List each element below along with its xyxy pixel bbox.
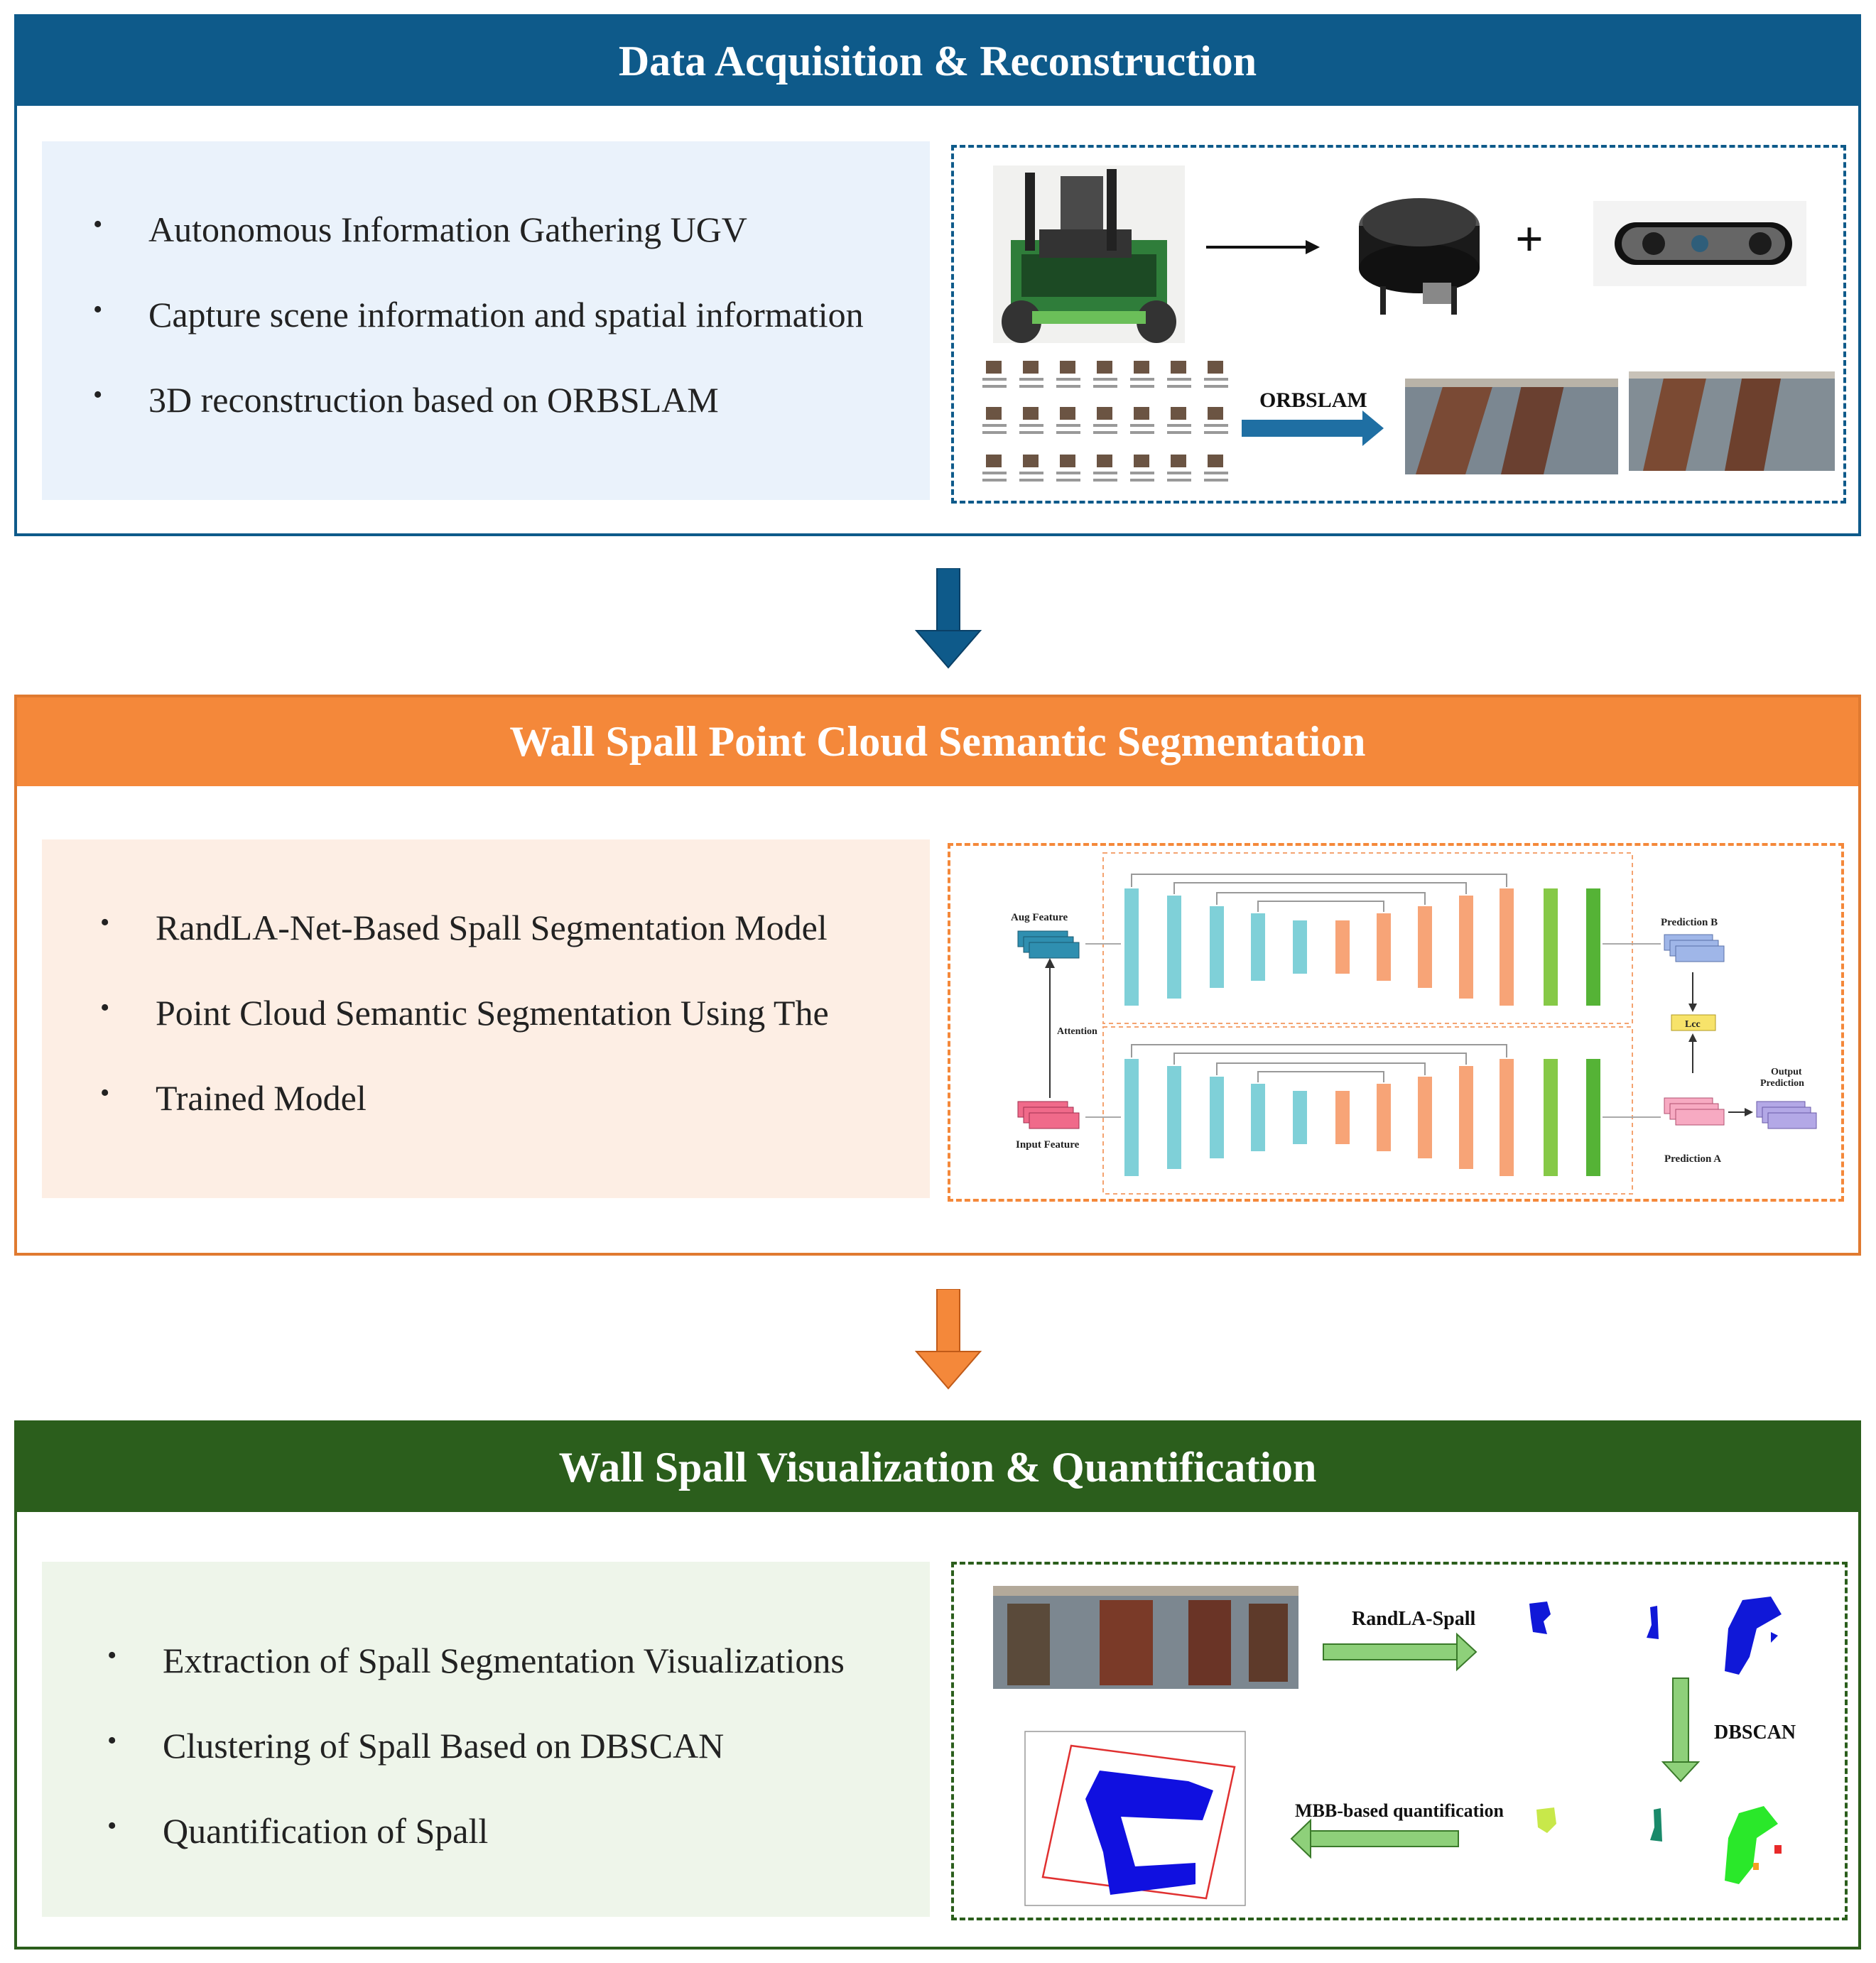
section-visualization-quantification: Wall Spall Visualization & Quantificatio… xyxy=(14,1420,1861,1950)
reconstruction-pointcloud-2 xyxy=(1629,371,1835,471)
output-prediction-stack xyxy=(1756,1101,1817,1129)
lidar-sensor-image xyxy=(1359,198,1480,315)
acquisition-figure: + xyxy=(982,165,1835,482)
randla-spall-arrow-icon xyxy=(1323,1632,1478,1672)
mbb-quantification-plot xyxy=(1024,1731,1246,1906)
bullet-list: Autonomous Information Gathering UGV Cap… xyxy=(85,209,864,420)
lcc-loss-box xyxy=(1671,1014,1716,1031)
flow-arrow-down-icon xyxy=(914,1289,982,1390)
orbslam-arrow-icon xyxy=(1242,410,1384,446)
aug-feature-stack xyxy=(1017,930,1080,959)
figure-frame: RandLA-Spall DBSCAN xyxy=(951,1562,1848,1920)
wall-pointcloud-image xyxy=(993,1586,1298,1689)
figure-frame: + xyxy=(951,145,1846,504)
section-title: Data Acquisition & Reconstruction xyxy=(17,17,1858,106)
bullet-panel: Autonomous Information Gathering UGV Cap… xyxy=(42,141,930,500)
section-title: Wall Spall Point Cloud Semantic Segmenta… xyxy=(17,697,1858,786)
depth-camera-image xyxy=(1593,201,1806,286)
section-title: Wall Spall Visualization & Quantificatio… xyxy=(17,1423,1858,1512)
section-semantic-segmentation: Wall Spall Point Cloud Semantic Segmenta… xyxy=(14,695,1861,1256)
prediction-a-label: Prediction A xyxy=(1664,1153,1721,1165)
bullet-list: RandLA-Net-Based Spall Segmentation Mode… xyxy=(92,907,829,1119)
bullet-item: Capture scene information and spatial in… xyxy=(85,294,864,335)
lcc-label: Lcc xyxy=(1685,1019,1701,1030)
bullet-item: Quantification of Spall xyxy=(99,1810,845,1851)
randla-net-architecture-diagram: Aug Feature Input Feature Attention xyxy=(1011,852,1817,1195)
spall-cluster-result xyxy=(1536,1806,1782,1884)
image-sequence-thumbnails xyxy=(982,361,1228,482)
visualization-figure: RandLA-Spall DBSCAN xyxy=(993,1586,1796,1906)
orbslam-label: ORBSLAM xyxy=(1259,388,1367,412)
ugv-robot-image xyxy=(993,165,1185,343)
bullet-item: Clustering of Spall Based on DBSCAN xyxy=(99,1725,845,1766)
prediction-b-label: Prediction B xyxy=(1661,917,1718,928)
attention-label: Attention xyxy=(1057,1026,1097,1037)
dbscan-arrow-icon xyxy=(1661,1677,1701,1783)
top-branch-layers xyxy=(1124,874,1600,1006)
mbb-quantification-label: MBB-based quantification xyxy=(1295,1800,1504,1821)
bullet-list: Extraction of Spall Segmentation Visuali… xyxy=(99,1640,845,1851)
dbscan-label: DBSCAN xyxy=(1714,1722,1796,1744)
figure-frame: Aug Feature Input Feature Attention xyxy=(948,843,1844,1202)
mbb-arrow-icon xyxy=(1290,1818,1459,1859)
prediction-b-stack xyxy=(1664,934,1725,962)
bullet-item: 3D reconstruction based on ORBSLAM xyxy=(85,379,864,420)
bottom-branch-layers xyxy=(1124,1044,1600,1176)
aug-feature-label: Aug Feature xyxy=(1011,912,1068,923)
flow-arrow-down-icon xyxy=(914,568,982,669)
bullet-panel: Extraction of Spall Segmentation Visuali… xyxy=(42,1562,930,1917)
prediction-a-stack xyxy=(1664,1097,1725,1126)
bullet-item-continuation: Trained Model xyxy=(92,1077,829,1119)
bullet-panel: RandLA-Net-Based Spall Segmentation Mode… xyxy=(42,839,930,1198)
bullet-item: Point Cloud Semantic Segmentation Using … xyxy=(92,992,829,1033)
bullet-item: Extraction of Spall Segmentation Visuali… xyxy=(99,1640,845,1681)
input-feature-label: Input Feature xyxy=(1016,1139,1080,1151)
bullet-item: Autonomous Information Gathering UGV xyxy=(85,209,864,250)
plus-sign: + xyxy=(1515,212,1544,267)
section-data-acquisition: Data Acquisition & Reconstruction Autono… xyxy=(14,14,1861,536)
randla-spall-label: RandLA-Spall xyxy=(1352,1608,1476,1630)
reconstruction-pointcloud-1 xyxy=(1405,379,1618,474)
bullet-item: RandLA-Net-Based Spall Segmentation Mode… xyxy=(92,907,829,948)
input-feature-stack xyxy=(1017,1101,1080,1129)
output-prediction-label: Output Prediction xyxy=(1760,1067,1804,1089)
spall-segmentation-result xyxy=(1529,1597,1782,1675)
